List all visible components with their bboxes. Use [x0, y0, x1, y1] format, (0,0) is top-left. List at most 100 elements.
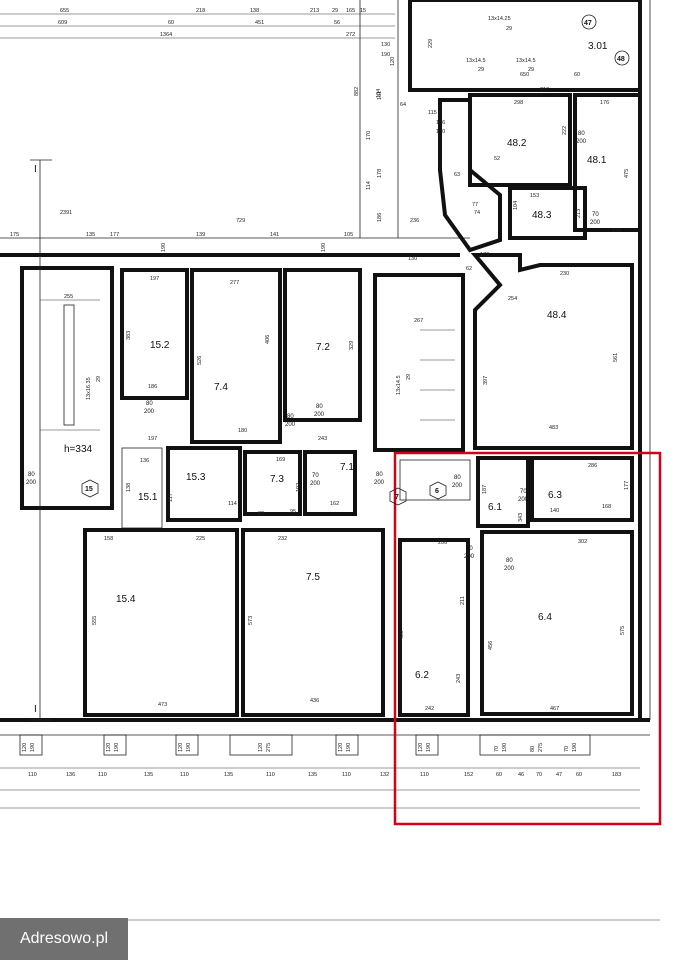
dimension: 650: [520, 72, 529, 78]
door-width: 80: [466, 546, 473, 552]
dimension: 63: [454, 172, 460, 178]
dimension: 190: [321, 243, 327, 252]
dimension: 158: [104, 536, 113, 542]
window-dimension: 120: [258, 743, 264, 752]
dimension: 211: [460, 596, 466, 605]
room-7-4: 7.4: [214, 382, 228, 393]
dimension: 242: [425, 706, 434, 712]
door-width: 80: [146, 401, 153, 407]
room-7-3: 7.3: [270, 474, 284, 485]
dimension: 451: [255, 20, 264, 26]
dimension: 343: [518, 513, 524, 522]
dimension: 197: [150, 276, 159, 282]
dimension: 229: [428, 39, 434, 48]
dimension: 232: [278, 536, 287, 542]
dimension: 46: [518, 772, 524, 778]
dimension: 177: [110, 232, 119, 238]
door-height: 200: [310, 481, 321, 487]
level-badges: 47 48 15 7 6: [81, 14, 630, 506]
room-48-2: 48.2: [507, 138, 527, 149]
dimension: 286: [588, 463, 597, 469]
window-dimension: 275: [538, 743, 544, 752]
dimension: 183: [612, 772, 621, 778]
dimension: 178: [377, 169, 383, 178]
dimension: 243: [318, 436, 327, 442]
badge-6: 6: [435, 488, 439, 495]
dimension: 190: [161, 243, 167, 252]
dimension: 110: [420, 772, 429, 778]
dimension: 162: [330, 501, 339, 507]
dimension: 436: [310, 698, 319, 704]
dimension: 29: [332, 8, 338, 14]
dimension: 729: [236, 218, 245, 224]
window-dimension: 190: [186, 743, 192, 752]
dimension: 206: [438, 540, 447, 546]
door-height: 200: [518, 497, 529, 503]
dimension: 190: [381, 52, 390, 58]
dimension: 135: [308, 772, 317, 778]
section-mark-top: I: [34, 164, 37, 175]
dimension: 60: [574, 72, 580, 78]
stair-label: 13x14.5: [396, 375, 402, 395]
window-dimension: 190: [30, 743, 36, 752]
stair-label: 29: [528, 67, 534, 73]
dimension: 230: [560, 271, 569, 277]
door-width: 80: [287, 414, 294, 420]
stair-label: 29: [506, 26, 512, 32]
dimension: 104: [513, 201, 519, 210]
dimension: 192: [296, 483, 302, 492]
dimension: 15: [360, 8, 366, 14]
window-dimension: 120: [338, 743, 344, 752]
dimension: 243: [456, 674, 462, 683]
door-height: 200: [590, 220, 601, 226]
dimension: 47: [556, 772, 562, 778]
flat-6-rooms: [398, 456, 634, 717]
section-marks: I I: [30, 159, 52, 721]
highlighted-apartment-outline: [393, 451, 662, 826]
stair-height-label: h=334: [64, 444, 93, 455]
dimension: 882: [354, 87, 360, 96]
door-height: 200: [144, 409, 155, 415]
room-6-1: 6.1: [488, 502, 502, 513]
door-height: 200: [504, 566, 515, 572]
dimension: 60: [168, 20, 174, 26]
middle-rooms: [83, 268, 471, 717]
dimension: 406: [265, 335, 271, 344]
dimension: 130: [408, 256, 417, 262]
dimension: 225: [196, 536, 205, 542]
dimension: 177: [624, 481, 630, 490]
dimension: 218: [196, 8, 205, 14]
door-width: 70: [520, 489, 527, 495]
door-width: 80: [578, 131, 585, 137]
dimension: 165: [346, 8, 355, 14]
dimension: 131: [377, 91, 383, 100]
room-15-1: 15.1: [138, 492, 158, 503]
dimension: 254: [508, 296, 517, 302]
dimension: 60: [576, 772, 582, 778]
dimension: 609: [58, 20, 67, 26]
window-dimension: 70: [564, 746, 570, 752]
dimension: 77: [472, 202, 478, 208]
bottom-dimension-lines: [0, 767, 660, 921]
door-height: 200: [26, 480, 37, 486]
dimension: 561: [613, 353, 619, 362]
dimension: 555: [92, 616, 98, 625]
watermark-logo: Adresowo.pl: [0, 918, 128, 960]
dimension: 277: [230, 280, 239, 286]
dimension: 302: [578, 539, 587, 545]
dimension: 153: [530, 193, 539, 199]
dimension: 52: [494, 156, 500, 162]
dimension: 140: [550, 508, 559, 514]
dimension: 152: [464, 772, 473, 778]
dimension: 456: [488, 641, 494, 650]
window-dimension: 70: [494, 746, 500, 752]
dimension: 187: [482, 485, 488, 494]
door-height: 200: [374, 480, 385, 486]
dimension: 475: [624, 169, 630, 178]
stair-label: 13x14.5: [466, 58, 486, 64]
dimension: 95: [290, 509, 296, 515]
stair-label: 29: [478, 67, 484, 73]
dimension: 1364: [160, 32, 172, 38]
door-width: 80: [28, 472, 35, 478]
